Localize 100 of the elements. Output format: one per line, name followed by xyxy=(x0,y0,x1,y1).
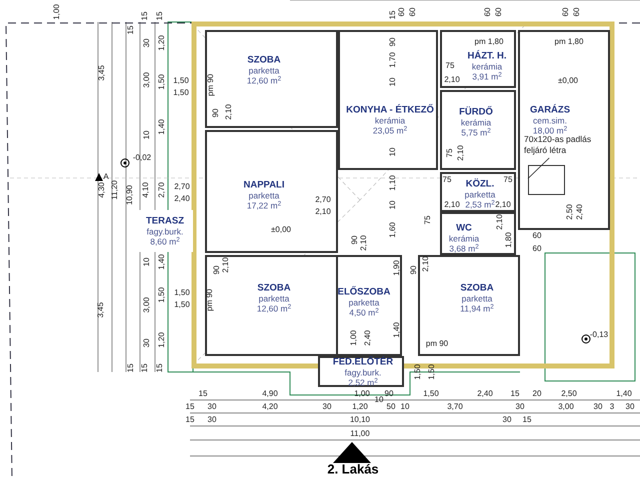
dimension-text: 90 xyxy=(212,108,220,118)
dimension-text: 1,50 xyxy=(158,74,166,90)
room-name: FÜRDŐ xyxy=(459,106,493,118)
dimension-text: 1,60 xyxy=(389,222,397,238)
dimension-text: 2,70 xyxy=(315,196,331,204)
dimension-text: 1,00 xyxy=(350,330,358,346)
dimension-text: pm 90 xyxy=(206,288,214,312)
dimension-text: 15 xyxy=(127,26,135,34)
dimension-text: 1,40 xyxy=(616,390,632,398)
dimension-text: 30 xyxy=(208,403,216,411)
dimension-text: 2,10 xyxy=(422,256,430,272)
dimension-text: 10 xyxy=(389,148,397,156)
dimension-text: 15 xyxy=(156,12,164,20)
dimension-text: 30 xyxy=(626,403,634,411)
dimension-text: 3,00 xyxy=(558,403,574,411)
room-area: 17,22 m$^{2}$ xyxy=(246,200,282,210)
dimension-text: 30 xyxy=(208,416,216,424)
dimension-text: 10 xyxy=(374,396,384,404)
dimension-text: 1,50 xyxy=(423,390,439,398)
leader-line xyxy=(528,158,550,179)
dimension-text: 1,50 xyxy=(428,364,436,380)
dimension-text: 1,50 xyxy=(173,89,189,97)
room xyxy=(440,172,516,212)
room-area: 18,00 m$^{2}$ xyxy=(532,126,568,136)
floor-material: fagy.burk. xyxy=(146,226,184,236)
room xyxy=(418,255,520,356)
attic-hatch xyxy=(528,165,565,195)
dimension-text: -0,02 xyxy=(132,154,152,162)
room-area: 3,91 m$^{2}$ xyxy=(472,72,502,82)
dimension-text: 75 xyxy=(442,176,452,184)
dimension-text: 3,00 xyxy=(143,72,151,88)
dimension-text: 10 xyxy=(143,130,151,140)
dimension-text: A xyxy=(103,173,109,181)
dimension-text: 90 xyxy=(351,236,359,244)
dimension-text: 1,50 xyxy=(158,287,166,303)
floor-material: kerámia xyxy=(374,116,406,126)
dimension-text: 2,40 xyxy=(174,195,190,203)
dimension-text: 4,30 xyxy=(98,182,106,198)
dimension-text: 60 xyxy=(398,8,406,16)
dimension-text: 15 xyxy=(141,12,149,20)
floor-material: fagy.burk. xyxy=(344,368,382,378)
floor-material: parketta xyxy=(464,190,496,200)
room xyxy=(318,356,404,387)
room-name: GARÁZS xyxy=(530,104,570,116)
dimension-text: pm 90 xyxy=(426,340,448,348)
dimension-text: 10 xyxy=(143,258,151,266)
dimension-text: 90 xyxy=(410,266,418,274)
dimension-text: 60 xyxy=(409,8,417,16)
room-area: 12,60 m$^{2}$ xyxy=(246,76,282,86)
dimension-text: 11,20 xyxy=(111,180,119,200)
dimension-text: 90 xyxy=(389,38,397,46)
room-area: 8,60 m$^{2}$ xyxy=(150,236,180,246)
floor-material: cem.sim. xyxy=(533,116,567,126)
room-name: ELŐSZOBA xyxy=(338,286,390,298)
dimension-text: 3,70 xyxy=(447,403,463,411)
dimension-text: 3,45 xyxy=(97,302,105,318)
dimension-text: ±0,00 xyxy=(558,77,578,85)
dimension-text: pm 1,80 xyxy=(474,38,504,46)
room-name: KÖZL. xyxy=(466,178,494,190)
dimension-text: 2,10 xyxy=(496,214,504,230)
floor-material: parketta xyxy=(462,294,492,304)
room-area: 2,53 m$^{2}$ xyxy=(465,200,495,210)
room-area: 12,60 m$^{2}$ xyxy=(256,304,292,314)
dimension-text: 15 xyxy=(198,390,208,398)
dimension-text: 1,20 xyxy=(158,35,166,51)
floor-material: kerámia xyxy=(448,234,480,244)
dimension-text: 10,10 xyxy=(350,416,370,424)
room-name: KONYHA - ÉTKEZŐ xyxy=(346,104,434,116)
dimension-text: 15 xyxy=(156,364,164,372)
dimension-text: 90 xyxy=(213,266,221,274)
dimension-text: pm 1,80 xyxy=(554,38,584,46)
dimension-text: 50 xyxy=(386,403,396,411)
dimension-text: 15 xyxy=(522,416,532,424)
room xyxy=(440,30,516,88)
unit-label: 2. Lakás xyxy=(327,462,379,476)
dimension-text: 1,70 xyxy=(389,52,397,68)
dimension-text: 2,40 xyxy=(576,204,584,220)
room-name: WC xyxy=(456,222,472,234)
dimension-text: 2,70 xyxy=(174,183,190,191)
dimension-text: 30 xyxy=(502,416,512,424)
dimension-text: 1,50 xyxy=(173,77,189,85)
dimension-text: pm 90 xyxy=(207,74,215,96)
floor-material: parketta xyxy=(348,298,380,308)
dimension-text: 2,10 xyxy=(444,201,460,209)
dimension-text: 2,40 xyxy=(477,390,493,398)
room xyxy=(336,255,402,356)
room xyxy=(205,255,338,356)
dimension-text: 1,20 xyxy=(158,332,166,348)
room-name: HÁZT. H. xyxy=(467,50,507,62)
floor-material: kerámia xyxy=(472,62,502,72)
room xyxy=(338,30,438,170)
dimension-text: 75 xyxy=(446,148,454,158)
dimension-text: 30 xyxy=(143,338,151,348)
dimension-text: 15 xyxy=(389,10,397,20)
dimension-text: 4,90 xyxy=(262,390,278,398)
dimension-text: 2,40 xyxy=(364,330,372,346)
dimension-text: 15 xyxy=(510,390,520,398)
dimension-text: 75 xyxy=(424,216,432,224)
room-area: 23,05 m$^{2}$ xyxy=(372,126,408,136)
dimension-text: 3 xyxy=(610,403,614,411)
